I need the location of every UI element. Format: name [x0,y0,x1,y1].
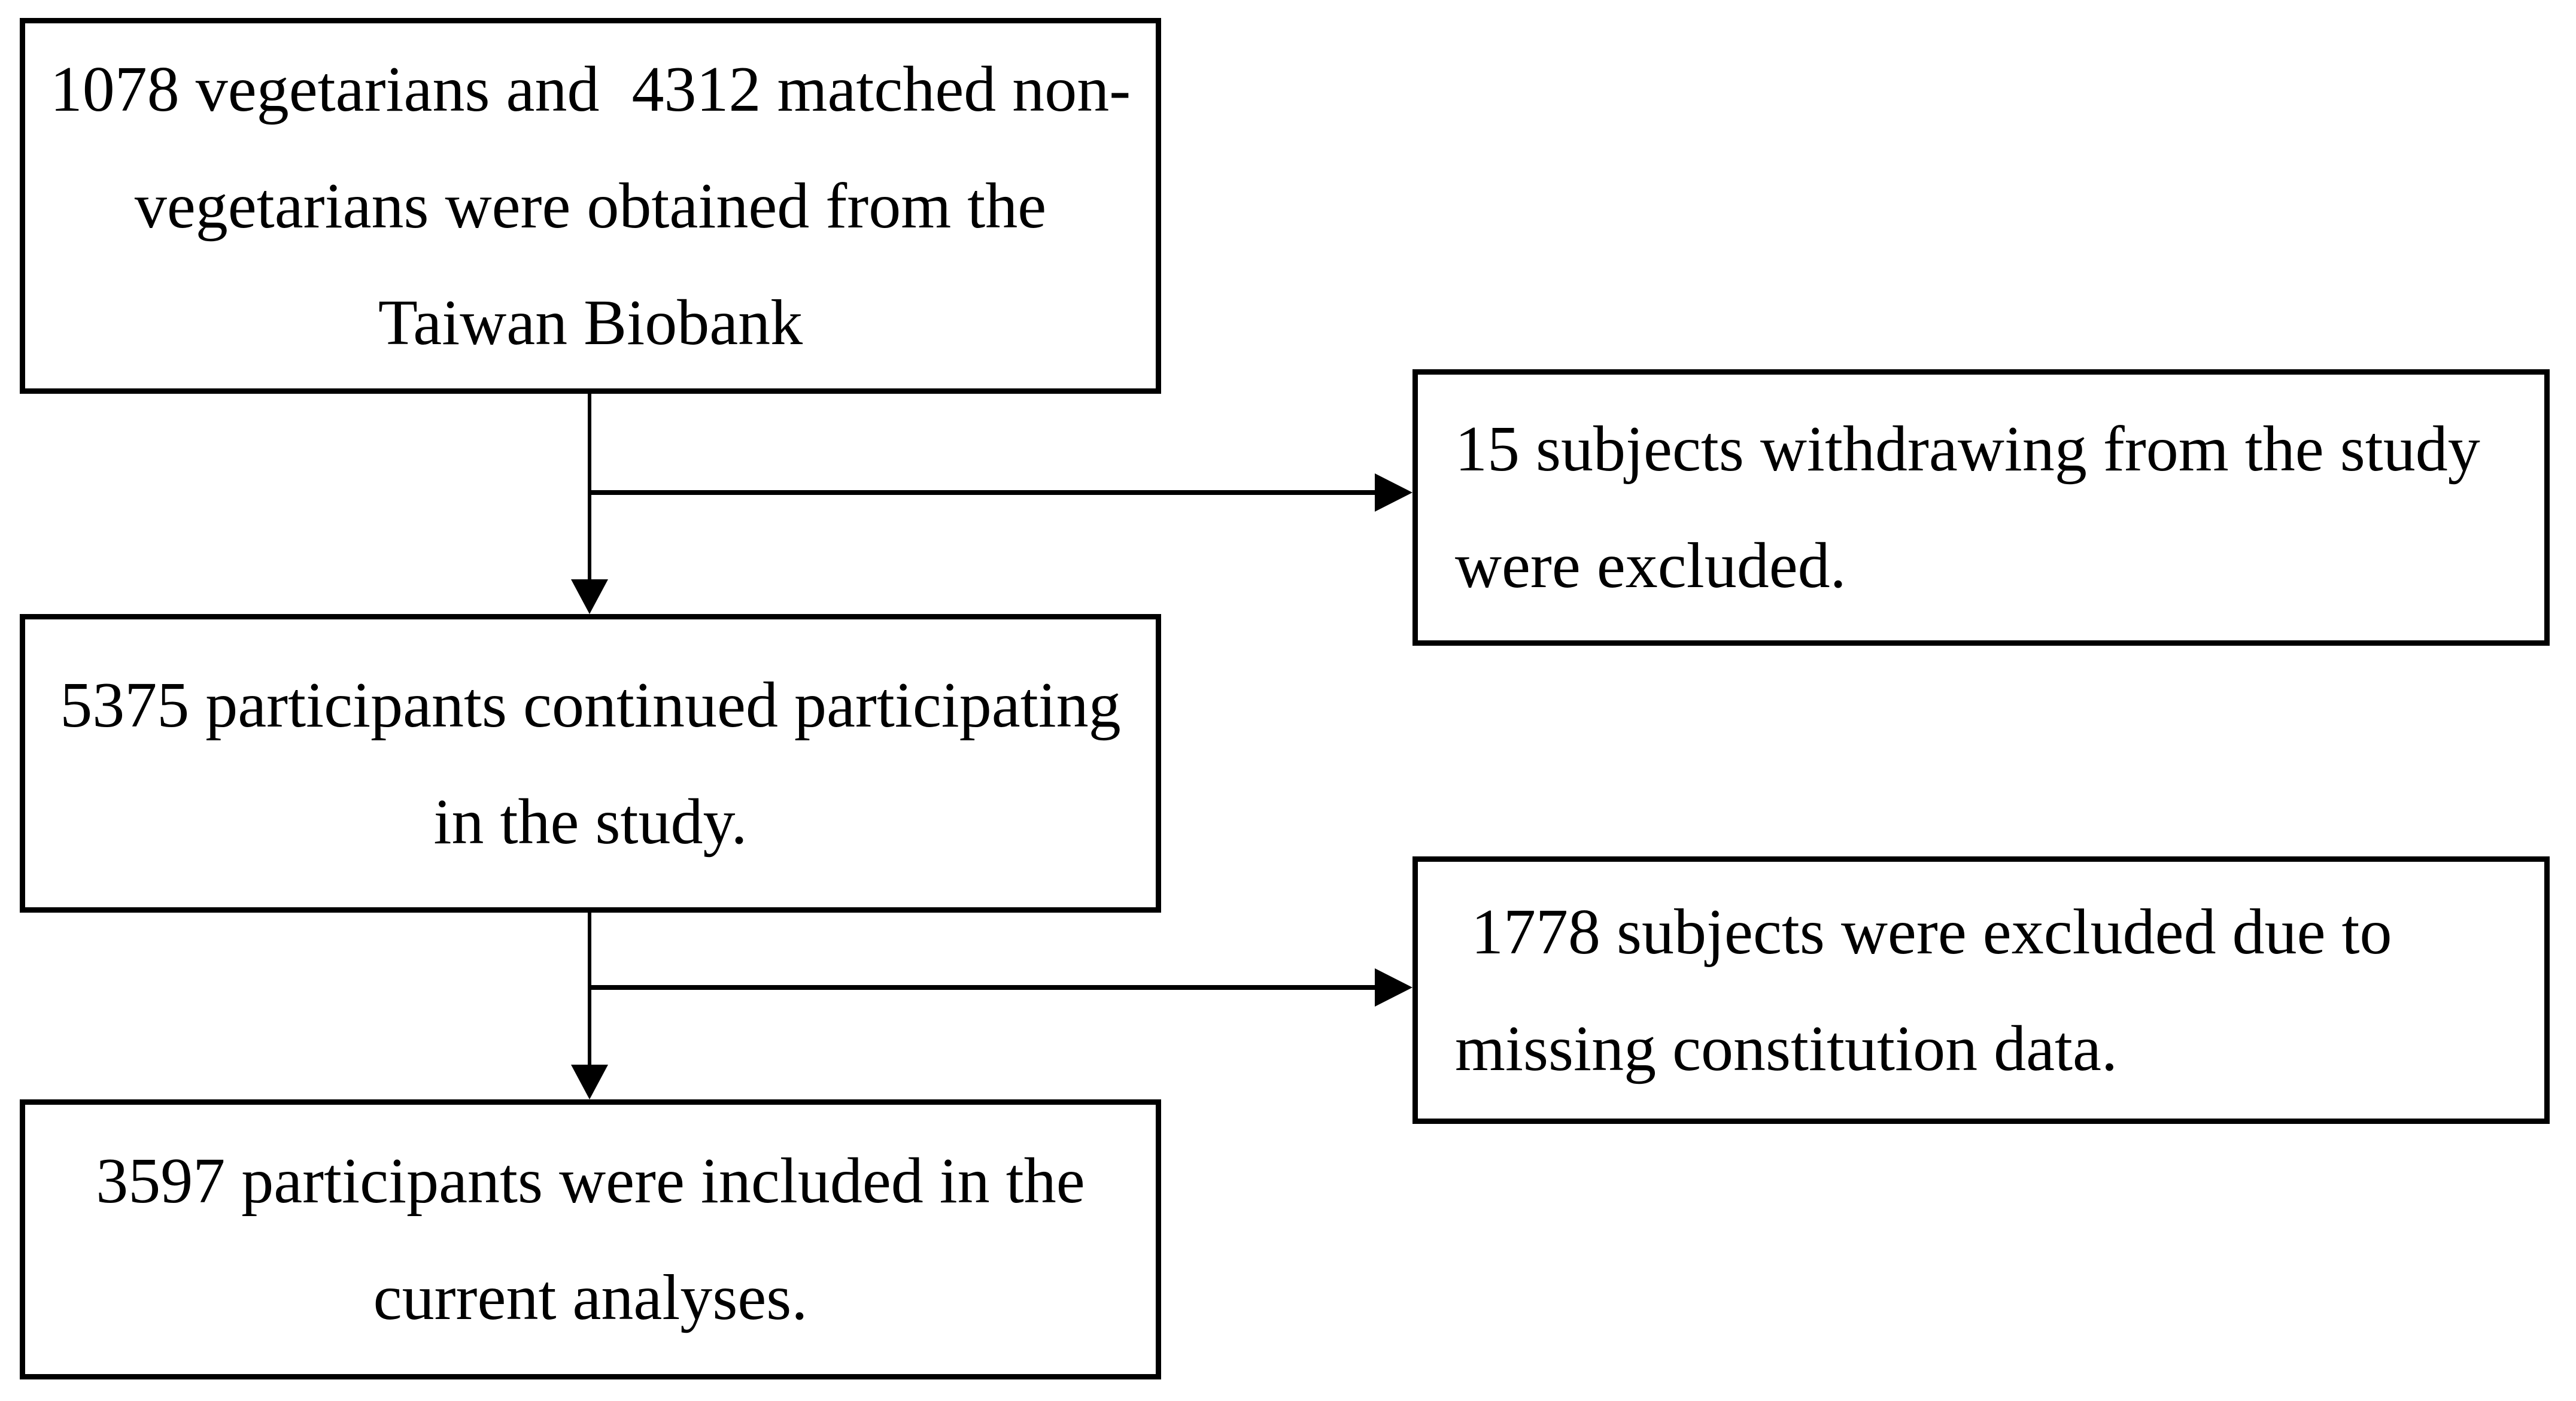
arrowhead-down-icon [571,579,608,614]
arrowhead-right-icon [1375,968,1412,1007]
arrowhead-down-icon [571,1065,608,1099]
flow-box-text-line: Taiwan Biobank [378,287,803,358]
flow-box-text-line: 5375 participants continued participatin… [60,669,1121,741]
connector-line-branch-to-excluded-withdrawn [590,490,1377,495]
flow-box-text-line: in the study. [433,786,748,858]
flow-box-continued-participants: 5375 participants continued participatin… [20,614,1161,913]
connector-line-source-to-continued [588,394,591,581]
flow-box-included-analyses: 3597 participants were included in the c… [20,1099,1161,1379]
flow-box-text-line: 3597 participants were included in the [96,1145,1085,1217]
flow-box-text-line: 1778 subjects were excluded due to [1455,896,2392,968]
flow-box-excluded-missing-data: 1778 subjects were excluded due to missi… [1412,856,2550,1124]
flow-box-text-line: 15 subjects withdrawing from the study [1455,414,2480,485]
flow-box-text-line: were excluded. [1455,530,1846,601]
arrowhead-right-icon [1375,473,1412,512]
flow-box-text-line: missing constitution data. [1455,1013,2118,1084]
flow-box-source-population: 1078 vegetarians and 4312 matched non- v… [20,18,1161,394]
flow-box-excluded-withdrawn: 15 subjects withdrawing from the study w… [1412,369,2550,646]
flow-box-text-line: vegetarians were obtained from the [134,170,1047,242]
connector-line-branch-to-excluded-missing [590,985,1377,990]
flow-box-text-line: current analyses. [373,1262,808,1333]
flow-box-text-line: 1078 vegetarians and 4312 matched non- [50,53,1131,125]
